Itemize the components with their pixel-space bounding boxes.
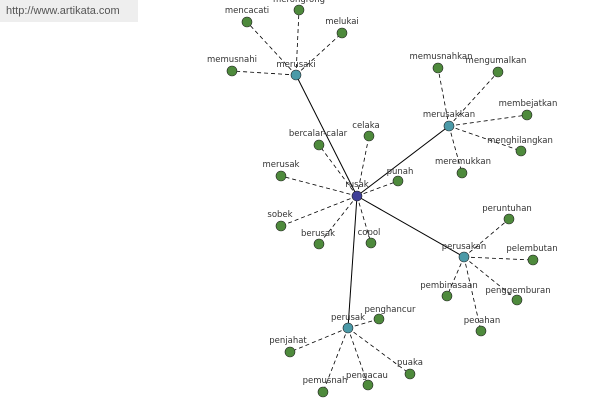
- hub-node-perusakan-label: perusakan: [442, 242, 487, 252]
- leaf-node-menghilangkan-label: menghilangkan: [487, 136, 553, 146]
- leaf-node-peruntuhan[interactable]: [503, 213, 515, 225]
- edge-perusakan-penggemburan: [463, 256, 518, 301]
- leaf-node-merusak-label: merusak: [263, 160, 300, 170]
- leaf-node-memusnahkan-label: memusnahkan: [410, 52, 473, 62]
- hub-node-perusak[interactable]: [342, 322, 354, 334]
- leaf-node-sobek-label: sobek: [267, 210, 292, 220]
- site-url-banner: http://www.artikata.com: [0, 0, 138, 22]
- leaf-node-celaka-label: celaka: [352, 121, 379, 131]
- leaf-node-pembinasaan[interactable]: [441, 290, 453, 302]
- leaf-node-pembinasaan-label: pembinasaan: [420, 281, 478, 291]
- hub-node-merusaki-label: merusaki: [276, 60, 315, 70]
- leaf-node-penjahat[interactable]: [284, 346, 296, 358]
- leaf-node-pemusnah[interactable]: [317, 386, 329, 398]
- leaf-node-mengumalkan[interactable]: [492, 66, 504, 78]
- leaf-node-mengumalkan-label: mengumalkan: [466, 56, 527, 66]
- leaf-node-pengacau-label: pengacau: [346, 371, 388, 381]
- leaf-node-puaka-label: puaka: [397, 358, 423, 368]
- edge-perusakan-pecahan: [463, 256, 482, 332]
- leaf-node-copol-label: copol: [358, 228, 381, 238]
- leaf-node-celaka[interactable]: [363, 130, 375, 142]
- edge-merusaki-mencacati: [246, 21, 297, 76]
- leaf-node-membejatkan[interactable]: [521, 109, 533, 121]
- leaf-node-penghancur-label: penghancur: [365, 305, 416, 315]
- edge-rusak-perusakan: [356, 195, 465, 258]
- leaf-node-bercalar-calar-label: bercalar-calar: [289, 129, 348, 139]
- edge-rusak-berusak: [318, 195, 358, 245]
- edge-merusakkan-membejatkan: [448, 114, 528, 127]
- leaf-node-pelembutan[interactable]: [527, 254, 539, 266]
- edge-perusak-penghancur: [347, 318, 380, 329]
- leaf-node-pelembutan-label: pelembutan: [506, 244, 557, 254]
- leaf-node-melukai[interactable]: [336, 27, 348, 39]
- leaf-node-pemusnah-label: pemusnah: [303, 376, 348, 386]
- leaf-node-merongrong[interactable]: [293, 4, 305, 16]
- edge-merusaki-melukai: [295, 32, 343, 76]
- leaf-node-pengacau[interactable]: [362, 379, 374, 391]
- edge-rusak-punah: [356, 180, 399, 197]
- edge-perusak-pemusnah: [322, 327, 349, 393]
- edge-perusak-puaka: [347, 327, 411, 375]
- leaf-node-memusnahi-label: memusnahi: [207, 55, 257, 65]
- edge-perusakan-pembinasaan: [446, 256, 465, 297]
- leaf-node-penggemburan-label: penggemburan: [485, 286, 550, 296]
- leaf-node-pecahan[interactable]: [475, 325, 487, 337]
- leaf-node-bercalar-calar[interactable]: [313, 139, 325, 151]
- center-node-rusak-label: rusak: [345, 180, 369, 190]
- leaf-node-berusak-label: berusak: [301, 229, 335, 239]
- graph-nodes: [226, 4, 539, 398]
- leaf-node-penghancur[interactable]: [373, 313, 385, 325]
- edge-merusakkan-meremukkan: [448, 125, 463, 174]
- center-node-rusak[interactable]: [351, 190, 363, 202]
- leaf-node-punah-label: punah: [387, 167, 414, 177]
- leaf-node-meremukkan[interactable]: [456, 167, 468, 179]
- leaf-node-penjahat-label: penjahat: [269, 336, 307, 346]
- leaf-node-berusak[interactable]: [313, 238, 325, 250]
- edge-merusaki-merongrong: [295, 9, 300, 76]
- edge-rusak-perusak: [347, 195, 358, 329]
- leaf-node-mencacati-label: mencacati: [225, 6, 269, 16]
- edge-perusakan-pelembutan: [463, 256, 534, 261]
- edge-perusak-penjahat: [289, 327, 349, 353]
- leaf-node-peruntuhan-label: peruntuhan: [482, 204, 532, 214]
- leaf-node-merongrong-label: merongrong: [273, 0, 325, 5]
- leaf-node-menghilangkan[interactable]: [515, 145, 527, 157]
- edge-rusak-merusakkan: [356, 125, 450, 197]
- edge-merusakkan-mengumalkan: [448, 71, 499, 127]
- leaf-node-pecahan-label: pecahan: [464, 316, 501, 326]
- edge-merusakkan-menghilangkan: [448, 125, 522, 152]
- edge-rusak-merusaki: [295, 74, 358, 197]
- leaf-node-puaka[interactable]: [404, 368, 416, 380]
- hub-node-perusakan[interactable]: [458, 251, 470, 263]
- hub-node-merusakkan-label: merusakkan: [423, 110, 475, 120]
- leaf-node-melukai-label: melukai: [325, 17, 359, 27]
- edge-merusaki-memusnahi: [231, 70, 297, 76]
- leaf-node-mencacati[interactable]: [241, 16, 253, 28]
- leaf-node-meremukkan-label: meremukkan: [435, 157, 491, 167]
- edge-rusak-copol: [356, 195, 372, 244]
- leaf-node-membejatkan-label: membejatkan: [499, 99, 558, 109]
- edge-perusak-pengacau: [347, 327, 369, 386]
- edge-perusakan-peruntuhan: [463, 218, 510, 258]
- graph-edges: [231, 9, 534, 393]
- graph-labels: merongrong mencacati melukai memusnahi memus…: [207, 0, 558, 386]
- leaf-node-penggemburan[interactable]: [511, 294, 523, 306]
- edge-rusak-merusak: [280, 175, 358, 197]
- leaf-node-punah[interactable]: [392, 175, 404, 187]
- edge-rusak-celaka: [356, 135, 370, 197]
- leaf-node-sobek[interactable]: [275, 220, 287, 232]
- leaf-node-memusnahkan[interactable]: [432, 62, 444, 74]
- edge-rusak-bercalar-calar: [318, 144, 358, 197]
- leaf-node-memusnahi[interactable]: [226, 65, 238, 77]
- hub-node-merusakkan[interactable]: [443, 120, 455, 132]
- edge-merusakkan-memusnahkan: [437, 67, 450, 127]
- leaf-node-merusak[interactable]: [275, 170, 287, 182]
- hub-node-perusak-label: perusak: [331, 313, 365, 323]
- leaf-node-copol[interactable]: [365, 237, 377, 249]
- hub-node-merusaki[interactable]: [290, 69, 302, 81]
